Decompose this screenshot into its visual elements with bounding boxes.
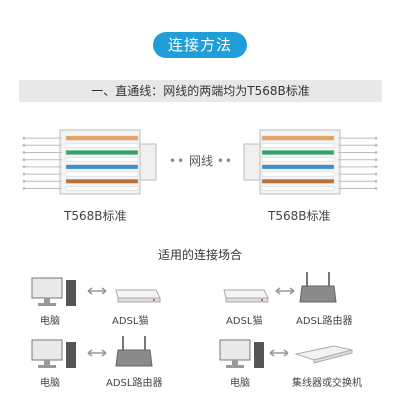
pin-dot-left-7 bbox=[22, 179, 26, 183]
scenario1-from-label: 电脑 bbox=[40, 316, 60, 327]
pin-dot-left-3 bbox=[22, 151, 26, 154]
right-standard-label: T568B标准 bbox=[268, 209, 331, 223]
wire-right-4 bbox=[261, 157, 335, 162]
left-standard-label: T568B标准 bbox=[64, 209, 127, 223]
pin-dot-right-5 bbox=[374, 165, 378, 169]
computer-icon bbox=[31, 339, 76, 368]
adsl-modem-icon bbox=[115, 289, 161, 303]
wire-left-7 bbox=[65, 179, 139, 184]
wire-right-6 bbox=[261, 171, 335, 177]
switch-icon bbox=[294, 345, 353, 364]
wire-right-1 bbox=[261, 135, 335, 141]
scenario3-to-label: ADSL路由器 bbox=[106, 378, 163, 389]
pin-dot-left-5 bbox=[22, 165, 26, 169]
scenario3-from-label: 电脑 bbox=[40, 378, 60, 389]
pin-dot-right-3 bbox=[374, 151, 378, 154]
adsl-modem-icon bbox=[223, 289, 269, 303]
scenario2-to-label: ADSL路由器 bbox=[296, 316, 353, 327]
wire-left-6 bbox=[65, 171, 139, 177]
rj45-plug-right bbox=[243, 129, 378, 195]
pin-dot-left-8 bbox=[22, 187, 26, 190]
router-icon bbox=[115, 336, 153, 367]
pin-dot-left-4 bbox=[22, 158, 26, 162]
pin-dot-left-2 bbox=[22, 143, 26, 147]
wire-left-8 bbox=[65, 186, 139, 191]
pin-dot-right-1 bbox=[374, 136, 378, 140]
cable-middle-label: •• 网线 •• bbox=[169, 154, 233, 168]
wire-right-8 bbox=[261, 186, 335, 191]
double-arrow-icon bbox=[269, 349, 289, 357]
cable-name: 网线 bbox=[188, 154, 213, 168]
rj45-plug-left bbox=[22, 129, 157, 195]
pin-dot-right-6 bbox=[374, 172, 378, 176]
double-arrow-icon bbox=[275, 287, 295, 295]
double-arrow-icon bbox=[87, 349, 107, 357]
wire-left-4 bbox=[65, 157, 139, 162]
wire-right-7 bbox=[261, 179, 335, 184]
pin-dot-right-7 bbox=[374, 179, 378, 183]
wire-right-2 bbox=[261, 143, 335, 148]
scenario4-to-label: 集线器或交换机 bbox=[292, 378, 362, 389]
scenario4-from-label: 电脑 bbox=[230, 378, 250, 389]
router-icon bbox=[299, 272, 337, 303]
wire-left-5 bbox=[65, 164, 139, 170]
pin-dot-left-6 bbox=[22, 172, 26, 176]
scenario1-to-label: ADSL猫 bbox=[112, 316, 149, 327]
wire-right-5 bbox=[261, 164, 335, 170]
scenario2-from-label: ADSL猫 bbox=[226, 316, 263, 327]
pin-dot-right-2 bbox=[374, 143, 378, 147]
pin-dot-right-4 bbox=[374, 158, 378, 162]
wire-left-2 bbox=[65, 143, 139, 148]
computer-icon bbox=[219, 339, 264, 368]
wire-bundle-right bbox=[261, 135, 335, 191]
pin-dot-left-1 bbox=[22, 136, 26, 140]
scenarios-title: 适用的连接场合 bbox=[157, 248, 242, 262]
double-arrow-icon bbox=[87, 287, 107, 295]
wire-right-3 bbox=[261, 150, 335, 155]
page-title: 连接方法 bbox=[153, 32, 247, 58]
wire-left-1 bbox=[65, 135, 139, 141]
wire-bundle-left bbox=[65, 135, 139, 191]
section-heading: 一、直通线：网线的两端均为T568B标准 bbox=[19, 80, 382, 102]
pin-dot-right-8 bbox=[374, 187, 378, 190]
wire-left-3 bbox=[65, 150, 139, 155]
computer-icon bbox=[31, 277, 76, 306]
